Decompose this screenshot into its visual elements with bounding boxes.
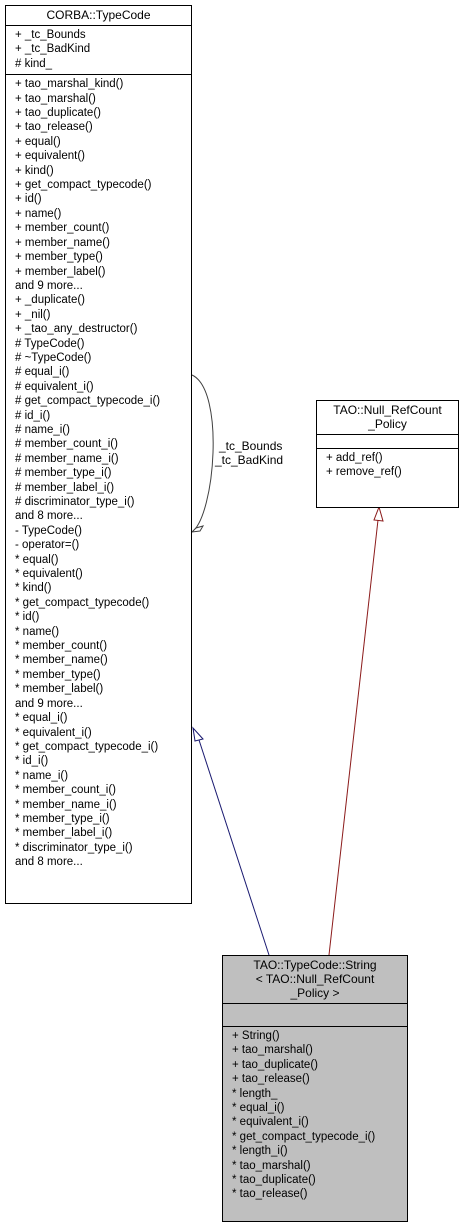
member-method: + member_label()	[15, 265, 106, 278]
member-method: # get_compact_typecode_i()	[15, 395, 161, 408]
member-method: # equal_i()	[15, 366, 70, 379]
member-attribute: + _tc_Bounds	[15, 29, 86, 41]
member-method: + add_ref()	[326, 452, 383, 464]
member-method: * length_i()	[232, 1145, 288, 1158]
methods-section: + String() + tao_marshal()+ tao_duplicate…	[223, 1026, 407, 1205]
member-method: * member_count()	[15, 640, 108, 653]
member-method: # TypeCode()	[15, 337, 85, 350]
member-method: * member_count_i()	[15, 784, 116, 797]
member-method: * equivalent()	[15, 568, 83, 581]
member-method: # member_name_i()	[15, 452, 119, 465]
self-association-label-line-1: _tc_Bounds	[219, 439, 283, 453]
member-method: # member_label_i()	[15, 481, 115, 494]
member-method: # id_i()	[15, 409, 51, 422]
member-method: * id()	[15, 611, 40, 624]
class-title-line-1: TAO::Null_RefCount	[333, 403, 442, 417]
member-method: * tao_marshal()	[232, 1159, 311, 1172]
member-method: # ~TypeCode()	[15, 351, 92, 364]
member-method: + id()	[15, 193, 42, 206]
member-method: * equivalent_i()	[232, 1116, 309, 1129]
member-method: # member_type_i()	[15, 467, 112, 480]
member-method: and 9 more...	[15, 279, 83, 292]
inherit-policy-arrowhead	[373, 505, 384, 522]
member-method: + tao_marshal()	[232, 1044, 313, 1057]
member-method: + tao_marshal_kind()	[15, 78, 124, 91]
attributes-section	[317, 434, 458, 448]
member-method: + kind()	[15, 164, 54, 177]
member-method: + _tao_any_destructor()	[15, 323, 138, 336]
class-title: TAO::TypeCode::String < TAO::Null_RefCou…	[223, 956, 407, 1003]
class-title-line-1: TAO::TypeCode::String	[253, 958, 377, 972]
member-method: * member_label_i()	[15, 827, 113, 840]
member-attribute: + _tc_BadKind	[15, 43, 91, 56]
member-method: and 9 more...	[15, 697, 83, 710]
methods-section: + tao_marshal_kind()+ tao_marshal() + tao…	[6, 74, 191, 872]
class-title-line-3: _Policy >	[290, 986, 340, 1000]
member-method: + String()	[232, 1030, 280, 1042]
member-method: - TypeCode()	[15, 524, 82, 537]
class-title-line-2: < TAO::Null_RefCount	[255, 972, 375, 986]
member-method: # discriminator_type_i()	[15, 496, 135, 508]
self-association-diamond	[190, 525, 205, 533]
member-method: * equal()	[15, 553, 59, 566]
member-method: and 8 more...	[15, 856, 83, 869]
inherit-policy-edge	[328, 519, 379, 956]
member-method: + member_count()	[15, 222, 110, 235]
member-method: * name_i()	[15, 769, 69, 782]
member-method: * name()	[15, 625, 60, 638]
member-method: * length_	[232, 1087, 278, 1100]
member-method: + name()	[15, 207, 62, 220]
member-method: * get_compact_typecode()	[15, 596, 150, 609]
member-method: + member_name()	[15, 236, 110, 249]
member-method: * equal_i()	[15, 712, 68, 725]
class-title-line-2: _Policy	[368, 417, 407, 431]
member-attribute: # kind_	[15, 57, 53, 70]
inherit-base-edge	[198, 739, 270, 956]
class-typecode-string[interactable]: TAO::TypeCode::String < TAO::Null_RefCou…	[222, 955, 408, 1222]
member-method: * member_type_i()	[15, 812, 110, 825]
member-method: * member_name()	[15, 654, 108, 667]
member-method: * kind()	[15, 582, 52, 595]
member-method: * tao_duplicate()	[232, 1174, 316, 1187]
class-title: CORBA::TypeCode	[46, 8, 151, 22]
class-title: TAO::Null_RefCount _Policy	[317, 401, 458, 434]
attributes-section	[223, 1003, 407, 1026]
class-corba-typecode[interactable]: CORBA::TypeCode + _tc_Bounds+ _tc_BadKin…	[5, 5, 192, 904]
member-method: + remove_ref()	[326, 466, 402, 479]
inherit-base-arrowhead	[192, 726, 204, 742]
member-method: * id_i()	[15, 755, 49, 768]
member-method: + tao_duplicate()	[232, 1058, 318, 1071]
member-method: + tao_release()	[232, 1073, 310, 1086]
member-method: * equivalent_i()	[15, 726, 92, 739]
member-method: + equal()	[15, 135, 61, 148]
member-method: # member_count_i()	[15, 438, 118, 451]
class-null-refcount-policy[interactable]: TAO::Null_RefCount _Policy + add_ref()+ …	[316, 400, 459, 508]
member-method: and 8 more...	[15, 510, 83, 523]
member-method: # equivalent_i()	[15, 380, 94, 393]
member-method: + _nil()	[15, 308, 51, 321]
member-method: * get_compact_typecode_i()	[232, 1130, 376, 1143]
member-method: + equivalent()	[15, 150, 85, 163]
member-method: * get_compact_typecode_i()	[15, 740, 159, 753]
self-association-label: _tc_Bounds _tc_BadKind	[215, 439, 283, 467]
member-method: + get_compact_typecode()	[15, 179, 152, 192]
member-method: * equal_i()	[232, 1102, 285, 1115]
self-association-label-line-2: _tc_BadKind	[215, 453, 284, 467]
member-method: + member_type()	[15, 251, 103, 264]
member-method: * tao_release()	[232, 1188, 308, 1201]
member-method: * member_name_i()	[15, 798, 117, 811]
member-method: # name_i()	[15, 423, 70, 436]
methods-section: + add_ref() + remove_ref()	[317, 448, 458, 483]
member-method: + _duplicate()	[15, 294, 85, 307]
member-method: * member_type()	[15, 668, 101, 681]
attributes-section: + _tc_Bounds + _tc_BadKind# kind_	[6, 25, 191, 74]
self-association-edge	[191, 374, 214, 533]
member-method: * member_label()	[15, 683, 104, 696]
member-method: * discriminator_type_i()	[15, 841, 133, 854]
member-method: - operator=()	[15, 539, 80, 552]
member-method: + tao_release()	[15, 121, 93, 134]
member-method: + tao_marshal()	[15, 92, 96, 105]
member-method: + tao_duplicate()	[15, 107, 101, 120]
